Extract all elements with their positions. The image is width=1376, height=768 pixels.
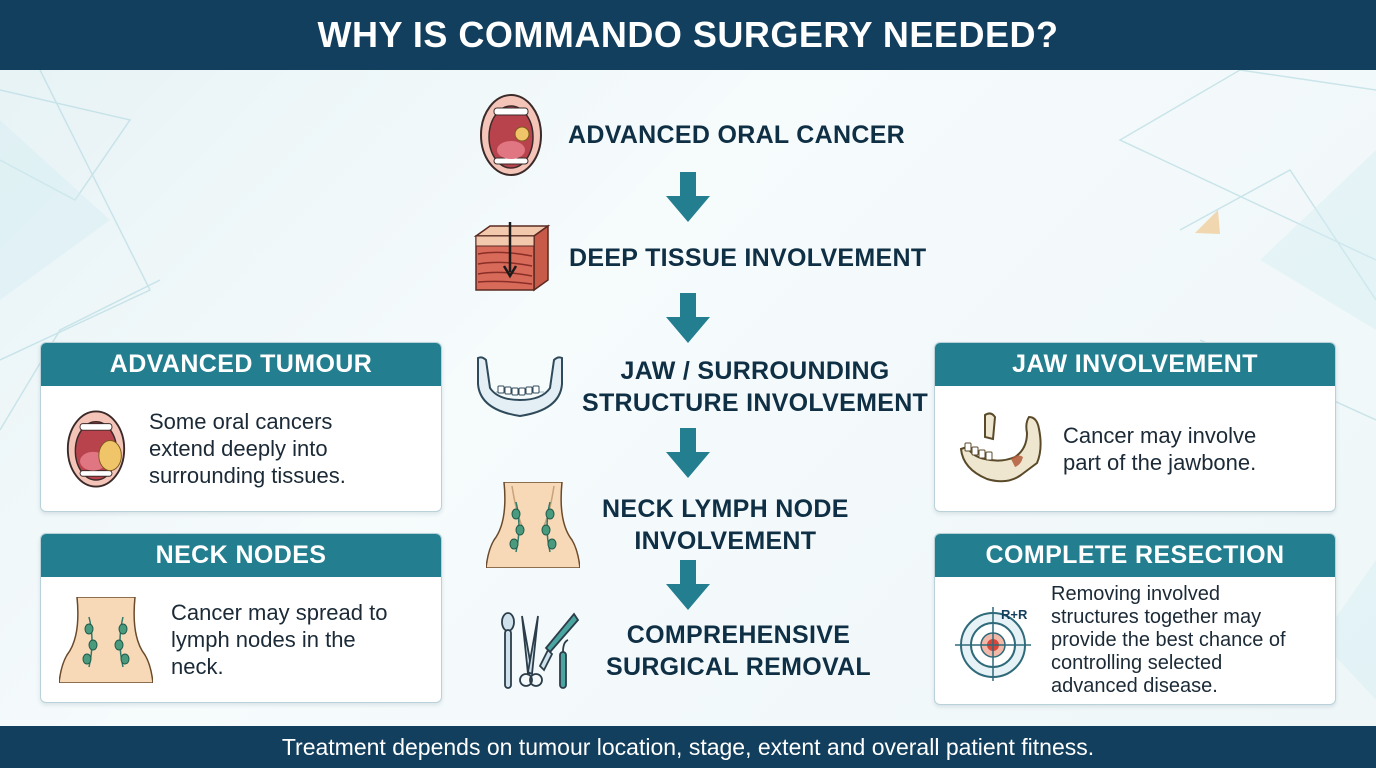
card-line: Cancer may involve <box>1063 422 1257 448</box>
card-line: surrounding tissues. <box>149 463 346 488</box>
flow-step-jaw-surrounding: JAW / SURROUNDING STRUCTURE INVOLVEMENT <box>474 354 928 420</box>
card-line: lymph nodes in the <box>171 627 356 652</box>
step-label: JAW / SURROUNDING STRUCTURE INVOLVEMENT <box>582 355 928 419</box>
flow-step-comprehensive-removal: COMPREHENSIVE SURGICAL REMOVAL <box>498 612 871 690</box>
card-title: NECK NODES <box>41 534 441 577</box>
step-label: COMPREHENSIVE SURGICAL REMOVAL <box>606 619 871 683</box>
target-icon: R+R <box>955 606 1031 681</box>
card-line: neck. <box>171 654 224 679</box>
open-mouth-tumour-icon <box>480 94 542 176</box>
card-description: Cancer may involve part of the jawbone. <box>1063 422 1256 476</box>
step-label: DEEP TISSUE INVOLVEMENT <box>569 244 927 272</box>
card-line: Cancer may spread to <box>171 600 388 625</box>
step-label-line: SURGICAL REMOVAL <box>606 653 871 681</box>
step-label: ADVANCED ORAL CANCER <box>568 121 906 149</box>
step-label-line: JAW / SURROUNDING <box>620 357 890 385</box>
card-line: Removing involved <box>1051 583 1220 605</box>
flow-arrow <box>666 428 710 478</box>
card-title: ADVANCED TUMOUR <box>41 343 441 386</box>
flow-step-neck-lymph-node: NECK LYMPH NODE INVOLVEMENT <box>486 482 849 568</box>
step-label-line: COMPREHENSIVE <box>626 621 851 649</box>
card-line: provide the best chance of <box>1051 629 1286 651</box>
card-neck-nodes: NECK NODES Cancer may spread to lymph no… <box>40 533 442 703</box>
jawbone-icon <box>959 411 1042 482</box>
card-description: Removing involved structures together ma… <box>1051 583 1286 698</box>
flow-step-advanced-oral-cancer: ADVANCED ORAL CANCER <box>478 92 905 178</box>
tissue-layers-icon <box>473 222 551 292</box>
step-label-line: NECK LYMPH NODE <box>602 495 849 523</box>
surgical-instruments-icon <box>501 612 580 689</box>
mandible-icon <box>477 356 563 418</box>
card-title: COMPLETE RESECTION <box>935 534 1335 577</box>
card-title: JAW INVOLVEMENT <box>935 343 1335 386</box>
step-label: NECK LYMPH NODE INVOLVEMENT <box>602 493 849 557</box>
step-label-line: STRUCTURE INVOLVEMENT <box>582 389 929 417</box>
flow-step-deep-tissue: DEEP TISSUE INVOLVEMENT <box>470 222 926 294</box>
flow-arrow <box>666 560 710 610</box>
neck-lymph-nodes-icon <box>486 482 580 568</box>
card-description: Cancer may spread to lymph nodes in the … <box>171 599 387 680</box>
card-advanced-tumour: ADVANCED TUMOUR Some oral cancers extend… <box>40 342 442 512</box>
card-complete-resection: COMPLETE RESECTION R+R Removing involved… <box>934 533 1336 705</box>
step-label-line: INVOLVEMENT <box>634 527 817 555</box>
card-line: controlling selected <box>1051 652 1223 674</box>
card-line: Some oral cancers <box>149 409 333 434</box>
card-description: Some oral cancers extend deeply into sur… <box>149 408 346 489</box>
flow-arrow <box>666 172 710 222</box>
header-bar: WHY IS COMMANDO SURGERY NEEDED? <box>0 0 1376 70</box>
footer-note: Treatment depends on tumour location, st… <box>281 733 1095 760</box>
neck-lymph-nodes-icon <box>59 596 153 683</box>
target-label: R+R <box>1001 607 1028 622</box>
card-line: extend deeply into <box>149 436 328 461</box>
page-title: WHY IS COMMANDO SURGERY NEEDED? <box>317 14 1059 55</box>
card-jaw-involvement: JAW INVOLVEMENT Cancer may involve part … <box>934 342 1336 512</box>
footer-bar: Treatment depends on tumour location, st… <box>0 726 1376 768</box>
open-mouth-tumour-icon <box>66 409 126 488</box>
flow-arrow <box>666 293 710 343</box>
card-line: advanced disease. <box>1051 675 1218 697</box>
card-line: part of the jawbone. <box>1063 449 1257 475</box>
card-line: structures together may <box>1051 606 1262 628</box>
